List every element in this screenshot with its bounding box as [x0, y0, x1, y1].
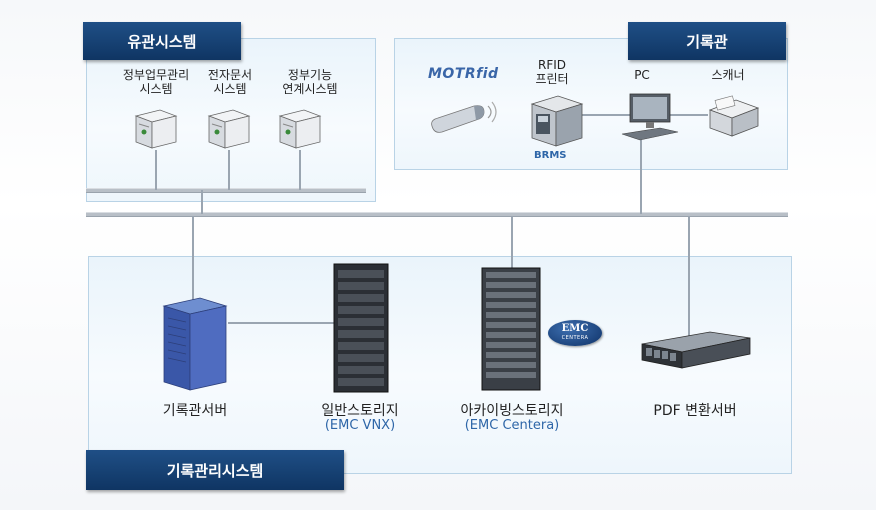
- connector-line: [228, 150, 230, 190]
- rfid-printer-icon: [530, 95, 584, 147]
- server-icon: [278, 109, 322, 149]
- connector-line: [201, 190, 203, 214]
- general-storage-model: (EMC VNX): [324, 418, 396, 433]
- connector-line: [228, 322, 334, 324]
- pc-icon: [621, 93, 679, 141]
- records-server-label: 기록관서버: [162, 403, 228, 419]
- records-mgmt-title: 기록관리시스템: [86, 450, 344, 490]
- general-storage-label: 일반스토리지: [321, 403, 399, 419]
- brms-badge: BRMS: [534, 150, 567, 161]
- emc-centera-logo: EMC CENTERA: [548, 320, 602, 346]
- archive-title: 기록관: [628, 22, 786, 60]
- server-icon: [207, 109, 251, 149]
- connector-line: [299, 150, 301, 190]
- pdf-server-icon: [641, 331, 751, 369]
- connector-line: [688, 216, 690, 336]
- gov-network-bus: [86, 188, 366, 193]
- motrfid-logo: MOTRfid: [428, 66, 499, 82]
- general-storage-icon: [333, 263, 389, 393]
- pc-label: PC: [634, 68, 650, 82]
- connector-line: [511, 216, 513, 268]
- main-network-bus: [86, 212, 788, 217]
- connector-line: [192, 216, 194, 302]
- archive-storage-model: (EMC Centera): [464, 418, 560, 433]
- connector-line: [668, 114, 708, 116]
- barcode-scanner-icon: [431, 101, 497, 133]
- scanner-label: 스캐너: [711, 68, 745, 82]
- connector-line: [155, 150, 157, 190]
- scanner-icon: [708, 95, 760, 137]
- connector-line: [580, 114, 630, 116]
- server-icon: [134, 109, 178, 149]
- archive-storage-icon: [481, 267, 541, 391]
- gov-system-title: 유관시스템: [83, 22, 241, 60]
- records-server-icon: [162, 297, 228, 391]
- archive-storage-label: 아카이빙스토리지: [460, 403, 564, 419]
- pdf-server-label: PDF 변환서버: [653, 403, 737, 419]
- connector-line: [640, 140, 642, 214]
